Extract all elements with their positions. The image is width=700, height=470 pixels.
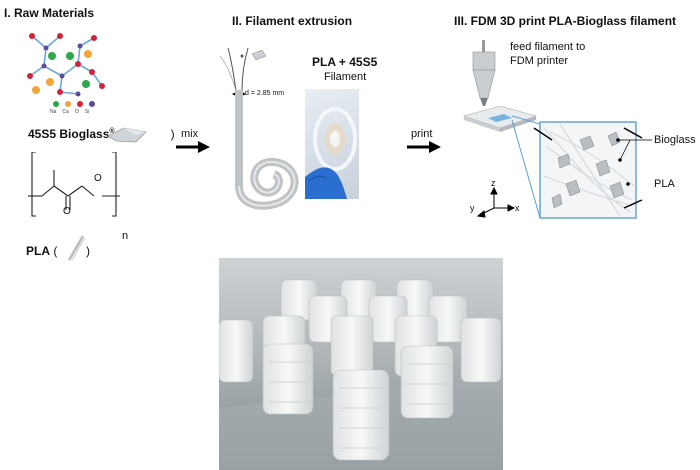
diameter-label: d = 2.85 mm bbox=[245, 90, 285, 97]
axis-x-label: x bbox=[515, 203, 520, 213]
mix-label: mix bbox=[181, 128, 199, 140]
atom-legend-dots bbox=[53, 101, 95, 107]
paren-close: ) bbox=[170, 127, 175, 141]
printed-scaffolds-photo bbox=[219, 258, 503, 470]
pla-paren-close: ) bbox=[86, 244, 91, 258]
extrusion-heading: II. Filament extrusion bbox=[232, 14, 353, 28]
network-bonds bbox=[29, 35, 103, 95]
mix-arrow-icon bbox=[176, 141, 210, 153]
filament-subtitle: Filament bbox=[324, 71, 367, 83]
pla-strand-icon bbox=[67, 235, 86, 261]
axis-y-label: y bbox=[470, 203, 475, 213]
print-arrow-icon bbox=[407, 141, 441, 153]
bioglass-callout-label: Bioglass bbox=[654, 134, 696, 146]
legend-si: Si bbox=[84, 109, 90, 115]
pla-label-row: PLA ( ) bbox=[26, 244, 90, 258]
filament-spool-photo bbox=[305, 89, 359, 199]
bioglass-flake-icon bbox=[107, 127, 147, 143]
legend-ca: Ca bbox=[62, 109, 69, 115]
repeat-subscript-n: n bbox=[122, 230, 129, 242]
axis-z-label: z bbox=[491, 178, 496, 188]
pla-paren-open: ( bbox=[53, 244, 58, 258]
filament-title: PLA + 45S5 bbox=[312, 55, 378, 69]
pla-structure bbox=[28, 152, 120, 217]
legend-o: O bbox=[74, 109, 79, 115]
pla-label: PLA bbox=[26, 244, 50, 258]
filament-extrusion-illustration bbox=[219, 47, 299, 210]
fdm-printer-illustration bbox=[462, 40, 652, 219]
ester-oxygen: O bbox=[94, 173, 102, 184]
bioglass-label-row: 45S5 Bioglass® ( ) bbox=[28, 127, 175, 141]
legend-na: Na bbox=[50, 109, 57, 115]
carbonyl-oxygen: O bbox=[63, 206, 71, 217]
feed-label-line2: FDM printer bbox=[510, 55, 569, 67]
registered-mark: ® bbox=[109, 128, 115, 135]
raw-materials-heading: I. Raw Materials bbox=[4, 6, 95, 20]
pla-callout-label: PLA bbox=[654, 178, 675, 190]
bioglass-label: 45S5 Bioglass bbox=[28, 127, 110, 141]
feed-label-line1: feed filament to bbox=[510, 41, 586, 53]
bioglass-network-illustration bbox=[27, 33, 105, 107]
printing-heading: III. FDM 3D print PLA-Bioglass filament bbox=[454, 14, 677, 28]
network-atoms bbox=[27, 33, 105, 97]
print-label: print bbox=[411, 128, 433, 140]
atom-legend: Na Ca O Si bbox=[50, 109, 89, 115]
scaffold-array-graphic bbox=[219, 279, 503, 470]
spool-in-hand-graphic bbox=[305, 107, 357, 199]
